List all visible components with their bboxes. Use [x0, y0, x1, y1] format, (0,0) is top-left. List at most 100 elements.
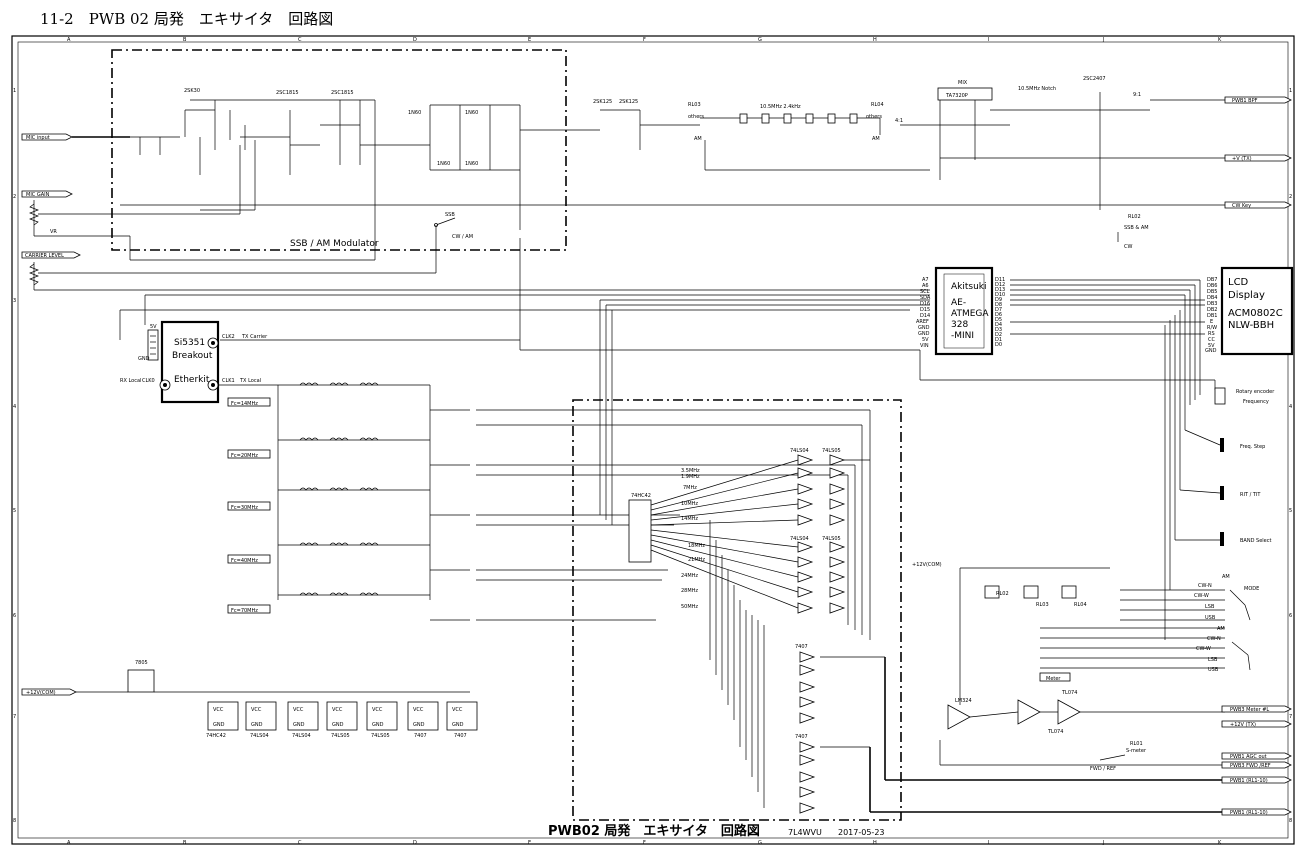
gate-ic-labels: 74LS04 74LS05 74LS04 74LS05 7407 7407: [790, 448, 841, 740]
vcc-ic-row: VCC GND 74HC42 VCC GND 74LS04 VCC GND 74…: [206, 701, 478, 739]
cw-key-label: CW Key: [1232, 203, 1251, 209]
rl02-ssb-am: RL02 SSB & AM CW: [1117, 214, 1149, 250]
meter-opamps: LM324 TL074 TL074 Meter: [939, 568, 1225, 766]
svg-text:AREF: AREF: [916, 319, 929, 325]
mode-relays: +12V(COM) RL02 RL03 RL04: [912, 562, 1225, 669]
svg-text:74LS05: 74LS05: [331, 733, 350, 739]
filter-labels: Fc=14MHz Fc=20MHz Fc=30MHz Fc=40MHz Fc=7…: [227, 397, 271, 614]
cw-key-port[interactable]: CW Key: [1224, 201, 1292, 209]
mode-switch[interactable]: MODE AM CW-N CW-W LSB USB: [1120, 574, 1259, 621]
svg-text:DB2: DB2: [1207, 307, 1217, 313]
grid-col: E: [528, 840, 531, 846]
si5351-line: Si5351: [174, 338, 205, 348]
grid-col: I: [988, 840, 989, 846]
mic-gain-label: MIC GAIN: [26, 192, 50, 198]
svg-text:CLK0: CLK0: [142, 378, 155, 384]
lcd-line: NLW-BBH: [1228, 320, 1274, 331]
svg-text:VCC: VCC: [332, 707, 343, 713]
am1-label: AM: [694, 136, 702, 142]
pwb3-meter-port[interactable]: PWB3 Meter #L: [1221, 705, 1292, 713]
pwb1-rl2-port[interactable]: PWB1 (RL1-10): [1221, 808, 1292, 816]
band-select-label: BAND Select: [1240, 538, 1271, 544]
svg-text:74LS04: 74LS04: [790, 448, 809, 454]
svg-text:D10: D10: [995, 292, 1005, 298]
svg-text:DB7: DB7: [1207, 277, 1217, 283]
grid-col: B: [183, 37, 187, 43]
am2-label: AM: [872, 136, 880, 142]
q1-label: 2SK30: [184, 88, 200, 94]
svg-text:USB: USB: [1205, 615, 1216, 621]
vr-label: VR: [50, 229, 57, 235]
pwb1-bpf-port[interactable]: PWB1 BPF: [1224, 96, 1292, 104]
filter-label: Fc=70MHz: [231, 608, 258, 614]
pwb1-rl1-port[interactable]: PWB1 (RL1-10): [1221, 776, 1292, 784]
svg-text:LSB: LSB: [1208, 657, 1218, 663]
svg-text:A6: A6: [922, 283, 929, 289]
svg-text:AM: AM: [1217, 626, 1225, 632]
svg-text:CW-N: CW-N: [1207, 636, 1221, 642]
grid-col: C: [298, 840, 302, 846]
mic-gain-port[interactable]: MIC GAIN: [21, 190, 73, 198]
atmega-right-pins: D11 D12 D13 D10 D9 D8 D7 D6 D5 D4 D3 D2 …: [995, 277, 1005, 348]
svg-text:D3: D3: [995, 327, 1002, 333]
grid-row: 4: [1289, 404, 1292, 410]
rotary-encoder[interactable]: Rotary encoder Frequency: [1214, 387, 1275, 405]
rl03-label: RL03: [688, 102, 701, 108]
svg-text:VIN: VIN: [920, 343, 929, 349]
rit-button[interactable]: RIT / TIT: [1179, 486, 1261, 500]
d4-label: 1N60: [465, 161, 478, 167]
svg-text:GND: GND: [213, 722, 225, 728]
pwb3-fwd-port[interactable]: PWB3 FWD /REF: [1221, 761, 1292, 769]
grid-row: 8: [13, 818, 16, 824]
lpf-inductors: [299, 382, 379, 596]
svg-text:CLK1: CLK1: [222, 378, 235, 384]
grid-row: 8: [1289, 818, 1292, 824]
band-select-button[interactable]: BAND Select: [1175, 532, 1271, 546]
svg-text:D4: D4: [995, 322, 1002, 328]
svg-text:VCC: VCC: [251, 707, 262, 713]
mic-input-port[interactable]: MIC input: [21, 133, 73, 141]
rotary-frequency-label: Frequency: [1243, 399, 1269, 405]
decoder-wiring: [650, 410, 871, 808]
pwb1-agc-port[interactable]: PWB1 AGC out: [1221, 752, 1292, 760]
svg-text:DB4: DB4: [1207, 295, 1217, 301]
mix-ic-label: TA7320P: [945, 93, 968, 99]
plus12v-com-port[interactable]: +12V(COM): [21, 688, 77, 696]
svg-text:TX Local: TX Local: [239, 378, 261, 384]
drawing-frame: [11, 35, 1295, 845]
rf-chain-wiring: [120, 90, 1225, 275]
band-decoder-block: [572, 399, 902, 821]
meter-label: Meter: [1046, 676, 1061, 682]
grid-col: A: [67, 37, 71, 43]
pwb1-bpf-label: PWB1 BPF: [1232, 98, 1258, 104]
pwb3-meter-label: PWB3 Meter #L: [1230, 707, 1269, 713]
rf-chain-labels: 2SK125 2SK125 RL03 others AM 10.5MHz 2.4…: [593, 76, 1141, 142]
svg-text:10MHz: 10MHz: [681, 501, 698, 507]
svg-text:CLK2: CLK2: [222, 334, 235, 340]
grid-col: I: [988, 37, 989, 43]
svg-text:GND: GND: [293, 722, 305, 728]
mode-switch-2[interactable]: AM CW-N CW-W LSB USB: [1196, 626, 1251, 673]
mcu-lcd-bus: [1010, 279, 1205, 640]
footer-author: 7L4WVU: [788, 828, 822, 837]
svg-text:GND: GND: [251, 722, 263, 728]
svg-text:VCC: VCC: [293, 707, 304, 713]
plus12v-tx-port[interactable]: +12V (TX): [1221, 720, 1292, 728]
svg-text:GND: GND: [138, 356, 150, 362]
fwd-ref-label: FWD / REF: [1090, 766, 1116, 772]
svg-text:CC: CC: [1208, 337, 1215, 343]
freq-step-button[interactable]: Freq. Step: [1184, 429, 1265, 452]
mode-label: MODE: [1244, 586, 1259, 592]
grid-row: 1: [13, 88, 16, 94]
grid-col: J: [1102, 37, 1104, 43]
drawing-border: [17, 41, 1289, 839]
grid-row: 4: [13, 404, 16, 410]
lcd-line: ACM0802C: [1228, 308, 1283, 319]
plus-v-tx-port[interactable]: +V (TX): [1224, 154, 1292, 162]
svg-text:DB5: DB5: [1207, 289, 1217, 295]
carrier-level-port[interactable]: CARRIER LEVEL: [21, 251, 81, 259]
svg-text:TX Carrier: TX Carrier: [241, 334, 268, 340]
svg-text:VCC: VCC: [452, 707, 463, 713]
ssb-cw-am-switch[interactable]: SSB CW / AM: [434, 212, 474, 273]
svg-text:50MHz: 50MHz: [681, 604, 698, 610]
